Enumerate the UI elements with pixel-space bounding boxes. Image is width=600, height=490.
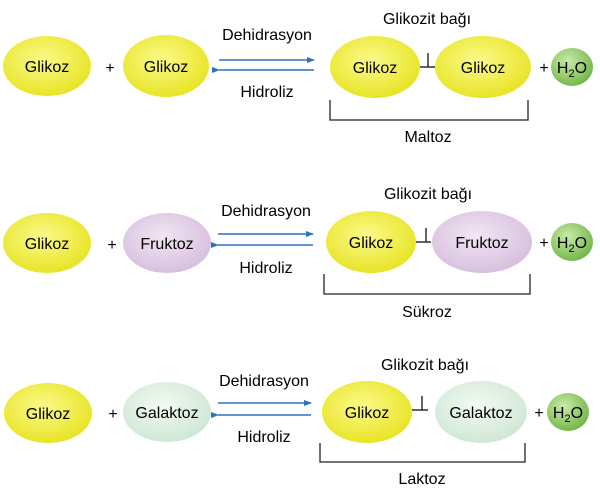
reaction-row-lactose: Glikoz + Galaktoz Dehidrasyon Hidroliz G… [4, 357, 589, 488]
product-name-label: Sükroz [402, 304, 452, 321]
reactant-glucose-label: Glikoz [25, 236, 69, 253]
plus-sign-water: + [539, 60, 548, 77]
water-molecule: H2O [551, 223, 593, 261]
reactant-glucose-1: Glikoz [3, 36, 91, 96]
product-glucose-label: Glikoz [353, 60, 397, 77]
water-label: H2O [557, 60, 587, 80]
reactant-glucose: Glikoz [4, 383, 92, 443]
glycosidic-bond-label: Glikozit bağı [381, 357, 469, 374]
product-name-label: Laktoz [398, 471, 445, 488]
product-glucose-2: Glikoz [435, 36, 531, 98]
glycosidic-bond [412, 396, 428, 411]
reaction-row-maltose: Glikoz + Glikoz Dehidrasyon Hidroliz Gli… [3, 11, 593, 146]
reaction-row-sucrose: Glikoz + Fruktoz Dehidrasyon Hidroliz Gl… [3, 186, 593, 321]
hydrolysis-label: Hidroliz [237, 429, 290, 446]
product-bracket [323, 274, 531, 295]
dehydration-label: Dehidrasyon [221, 203, 311, 220]
hydrolysis-label: Hidroliz [240, 84, 293, 101]
water-molecule: H2O [547, 393, 589, 431]
product-glucose-label: Glikoz [349, 235, 393, 252]
dehydration-label: Dehidrasyon [219, 373, 309, 390]
product-glucose: Glikoz [326, 211, 416, 273]
glycosidic-bond [420, 53, 435, 68]
plus-sign: + [108, 406, 117, 423]
plus-sign-water: + [534, 405, 543, 422]
reactant-galactose: Galaktoz [123, 382, 211, 442]
reactant-glucose-1-label: Glikoz [25, 59, 69, 76]
product-fructose: Fruktoz [432, 211, 532, 273]
product-fructose-label: Fruktoz [455, 235, 508, 252]
dehydration-label: Dehidrasyon [222, 27, 312, 44]
product-glucose-2-label: Glikoz [461, 60, 505, 77]
product-bracket [319, 443, 526, 463]
product-glucose-label: Glikoz [345, 405, 389, 422]
product-bracket [329, 100, 529, 121]
reactant-glucose-label: Glikoz [26, 406, 70, 423]
glycosidic-bond-label: Glikozit bağı [383, 11, 471, 28]
plus-sign-water: + [539, 235, 548, 252]
reactant-glucose-2: Glikoz [123, 35, 209, 97]
reactant-glucose-2-label: Glikoz [144, 59, 188, 76]
reactant-glucose: Glikoz [3, 213, 91, 273]
product-glucose: Glikoz [322, 381, 412, 443]
water-label: H2O [553, 405, 583, 425]
reactant-galactose-label: Galaktoz [135, 405, 198, 422]
plus-sign: + [107, 237, 116, 254]
product-name-label: Maltoz [404, 129, 451, 146]
product-glucose: Glikoz [330, 36, 420, 98]
water-molecule: H2O [551, 48, 593, 86]
glycosidic-bond-label: Glikozit bağı [384, 186, 472, 203]
hydrolysis-label: Hidroliz [239, 260, 292, 277]
product-galactose-label: Galaktoz [449, 405, 512, 422]
reactant-fructose: Fruktoz [123, 213, 211, 273]
glycosidic-bond [416, 228, 431, 243]
reactant-fructose-label: Fruktoz [140, 236, 193, 253]
plus-sign: + [105, 60, 114, 77]
product-galactose: Galaktoz [435, 381, 527, 443]
water-label: H2O [557, 235, 587, 255]
